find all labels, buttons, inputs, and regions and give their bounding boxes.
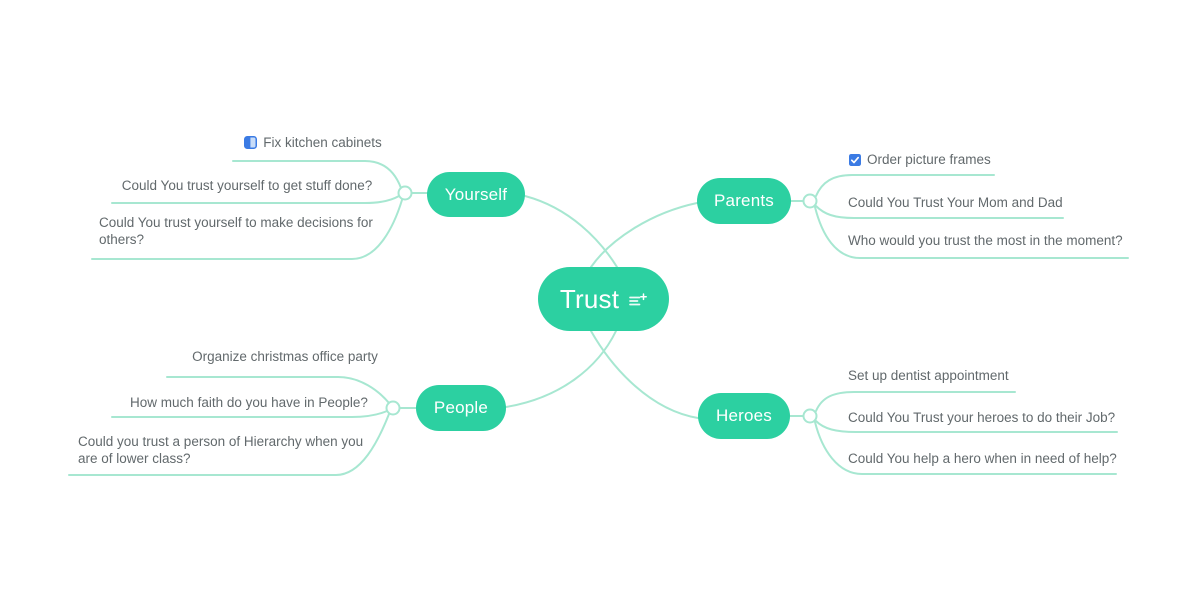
branch-node-label: People xyxy=(433,398,489,417)
branch-junction-dot[interactable] xyxy=(802,408,818,424)
underline-yourself-3 xyxy=(91,199,403,260)
leaf-node[interactable]: Set up dentist appointment xyxy=(848,367,1009,384)
leaf-label: Who would you trust the most in the mome… xyxy=(848,233,1123,248)
underline-heroes-2 xyxy=(815,420,1118,433)
edge-yourself-root xyxy=(524,195,618,268)
leaf-label: Order picture frames xyxy=(867,152,991,167)
leaf-label: Organize christmas office party xyxy=(192,349,378,364)
branch-junction-dot[interactable] xyxy=(397,185,413,201)
leaf-label: Could You help a hero when in need of he… xyxy=(848,451,1117,466)
underline-parents-1 xyxy=(815,174,995,197)
leaf-label: Could you trust a person of Hierarchy wh… xyxy=(78,434,364,466)
leaf-label: Could You trust yourself to get stuff do… xyxy=(121,178,373,193)
root-node-label: Trust xyxy=(559,283,620,314)
leaf-node[interactable]: How much faith do you have in People? xyxy=(112,394,386,411)
edge-parents-root xyxy=(590,202,698,268)
branch-node-heroes[interactable]: Heroes xyxy=(698,393,790,439)
branch-junction-dot[interactable] xyxy=(802,193,818,209)
leaf-node[interactable]: Fix kitchen cabinets xyxy=(233,134,393,153)
leaf-label: How much faith do you have in People? xyxy=(130,395,368,410)
root-node-trust[interactable]: Trust xyxy=(538,267,669,331)
branch-node-parents[interactable]: Parents xyxy=(697,178,791,224)
leaf-label: Could You Trust Your Mom and Dad xyxy=(848,195,1063,210)
checkbox-checked-icon[interactable] xyxy=(849,153,861,170)
underline-heroes-1 xyxy=(815,391,1016,412)
underline-yourself-1 xyxy=(232,160,402,189)
leaf-node[interactable]: Organize christmas office party xyxy=(167,348,403,365)
leaf-node[interactable]: Could You Trust your heroes to do their … xyxy=(848,409,1115,426)
leaf-node[interactable]: Could you trust a person of Hierarchy wh… xyxy=(78,433,368,467)
leaf-node[interactable]: Could You help a hero when in need of he… xyxy=(848,450,1117,467)
underline-people-2 xyxy=(111,410,388,418)
edge-people-root xyxy=(505,330,617,408)
leaf-node[interactable]: Could You trust yourself to get stuff do… xyxy=(102,177,392,194)
underline-yourself-2 xyxy=(111,195,400,204)
leaf-label: Fix kitchen cabinets xyxy=(263,135,382,150)
add-note-icon[interactable] xyxy=(629,285,648,316)
leaf-label: Set up dentist appointment xyxy=(848,368,1009,383)
leaf-label: Could You trust yourself to make decisio… xyxy=(99,215,373,247)
branch-node-label: Yourself xyxy=(444,184,508,204)
branch-node-label: Parents xyxy=(714,191,774,210)
branch-node-yourself[interactable]: Yourself xyxy=(427,172,525,217)
branch-node-label: Heroes xyxy=(715,406,772,425)
branch-junction-dot[interactable] xyxy=(385,400,401,416)
underline-people-3 xyxy=(68,413,390,476)
task-progress-icon[interactable] xyxy=(244,136,258,153)
leaf-label: Could You Trust your heroes to do their … xyxy=(848,410,1116,425)
branch-node-people[interactable]: People xyxy=(416,385,506,431)
edge-heroes-root xyxy=(590,330,699,419)
leaf-node[interactable]: Who would you trust the most in the mome… xyxy=(848,232,1123,249)
leaf-node[interactable]: Could You trust yourself to make decisio… xyxy=(99,214,389,248)
underline-people-1 xyxy=(166,376,390,404)
underline-parents-2 xyxy=(815,205,1064,219)
leaf-node[interactable]: Could You Trust Your Mom and Dad xyxy=(848,194,1063,211)
underline-parents-3 xyxy=(814,206,1129,259)
leaf-node[interactable]: Order picture frames xyxy=(849,151,991,170)
underline-heroes-3 xyxy=(814,421,1117,475)
